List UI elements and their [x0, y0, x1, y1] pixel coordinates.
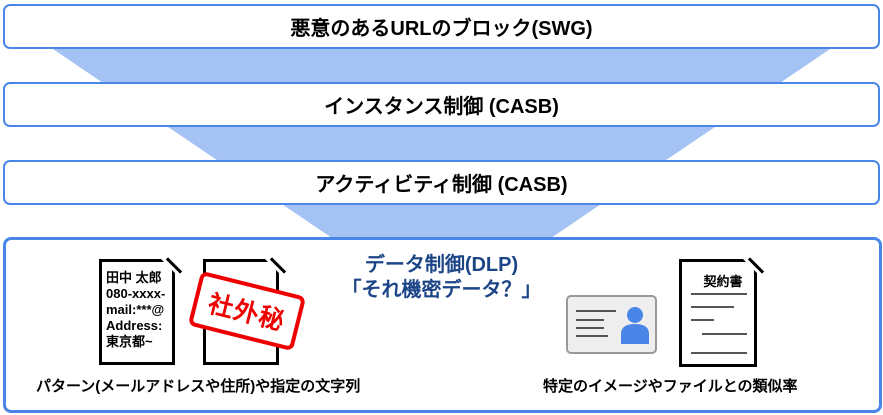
- personal-info-document-icon: [99, 259, 175, 365]
- doc-line: 080-xxxx-: [106, 286, 166, 301]
- document-text: 田中 太郎 080-xxxx- mail:***@ Address: 東京都~: [106, 270, 165, 350]
- layer-casb-activity: アクティビティ制御 (CASB): [3, 160, 880, 205]
- contract-document-icon: [679, 259, 757, 367]
- contract-title: 契約書: [703, 274, 743, 289]
- person-icon: [621, 307, 649, 344]
- doc-line: Address:: [106, 318, 163, 333]
- dlp-title-line1: データ制御(DLP): [364, 254, 519, 276]
- doc-line: 田中 太郎: [106, 270, 162, 285]
- doc-line: 東京都~: [106, 334, 153, 349]
- id-card-icon: [566, 295, 657, 354]
- dlp-title-line2: 「それ機密データ？」: [341, 279, 542, 301]
- left-caption: パターン(メールアドレスや住所)や指定の文字列: [36, 378, 361, 395]
- layer-swg: 悪意のあるURLのブロック(SWG): [3, 4, 880, 49]
- doc-line: mail:***@: [106, 302, 165, 317]
- dlp-title: データ制御(DLP) 「それ機密データ？」: [0, 253, 883, 303]
- layer-label: アクティビティ制御 (CASB): [315, 174, 568, 196]
- layer-casb-instance: インスタンス制御 (CASB): [3, 82, 880, 127]
- layer-label: インスタンス制御 (CASB): [324, 96, 559, 118]
- layer-label: 悪意のあるURLのブロック(SWG): [290, 18, 593, 40]
- right-caption: 特定のイメージやファイルとの類似率: [543, 378, 798, 395]
